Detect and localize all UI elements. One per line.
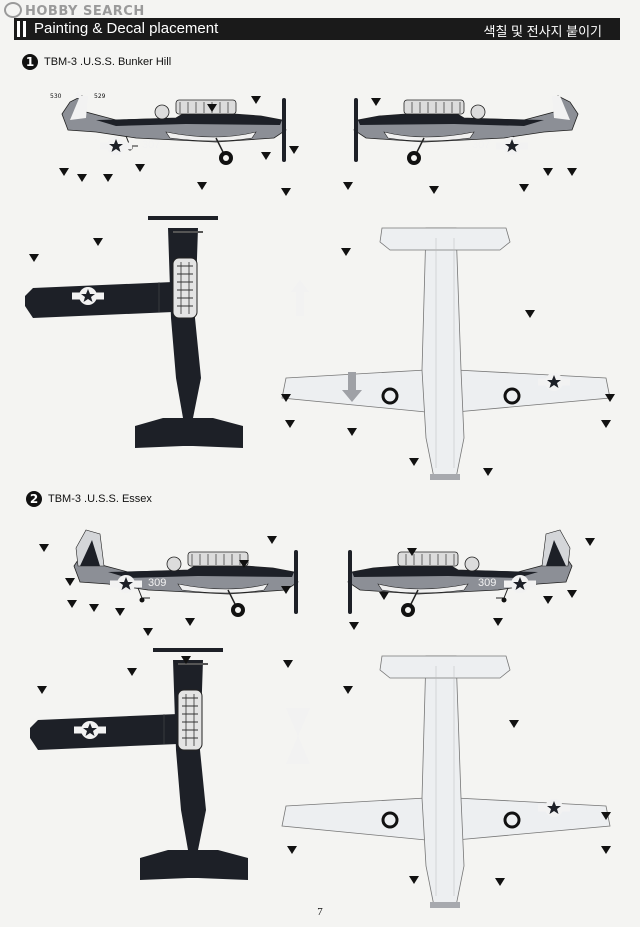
page-number: 7	[317, 906, 323, 918]
roundel-marking-icon	[503, 811, 521, 829]
section-2-label: 2 TBM-3 .U.S.S. Essex	[26, 491, 152, 507]
aircraft-number-label: 307	[472, 139, 490, 151]
section-1-side-profile-right: 307 530 529	[50, 90, 299, 196]
section-2-top-view	[28, 648, 353, 882]
section-2-underside-view	[281, 655, 611, 909]
fuselage-insignia-star-icon	[496, 137, 528, 155]
section-1-underside-view	[281, 227, 615, 481]
section-1-number: 1	[22, 54, 38, 70]
section-header: Painting & Decal placement 색칠 및 전사지 붙이기	[14, 18, 620, 40]
roundel-marking-icon	[503, 387, 521, 405]
aircraft-number-label: 309	[478, 577, 496, 589]
recognition-marking-icon	[286, 708, 310, 764]
callout-530: 530	[50, 93, 62, 100]
section-2-side-profile-left	[347, 529, 595, 630]
header-bars-icon	[17, 21, 27, 37]
hobby-search-logo-icon	[4, 2, 22, 18]
aircraft-number-label: 309	[148, 577, 166, 589]
section-2-side-profile-right: 309	[39, 529, 299, 636]
watermark: HOBBY SEARCH	[4, 2, 145, 19]
section-1-side-profile-left	[343, 95, 579, 194]
section-2-title: TBM-3 .U.S.S. Essex	[48, 492, 152, 505]
roundel-marking-icon	[381, 811, 399, 829]
header-title-korean: 색칠 및 전사지 붙이기	[483, 24, 602, 39]
roundel-marking-icon	[381, 387, 399, 405]
section-2-number: 2	[26, 491, 42, 507]
section-1-top-view	[23, 216, 351, 450]
arrow-marking-icon	[291, 280, 309, 316]
section-1-label: 1 TBM-3 .U.S.S. Bunker Hill	[22, 54, 171, 70]
arrow-marking-icon	[342, 372, 362, 402]
aircraft-number-label: 307	[142, 139, 160, 151]
callout-529: 529	[94, 93, 106, 100]
section-1-title: TBM-3 .U.S.S. Bunker Hill	[44, 55, 172, 68]
header-title: Painting & Decal placement	[34, 20, 219, 37]
